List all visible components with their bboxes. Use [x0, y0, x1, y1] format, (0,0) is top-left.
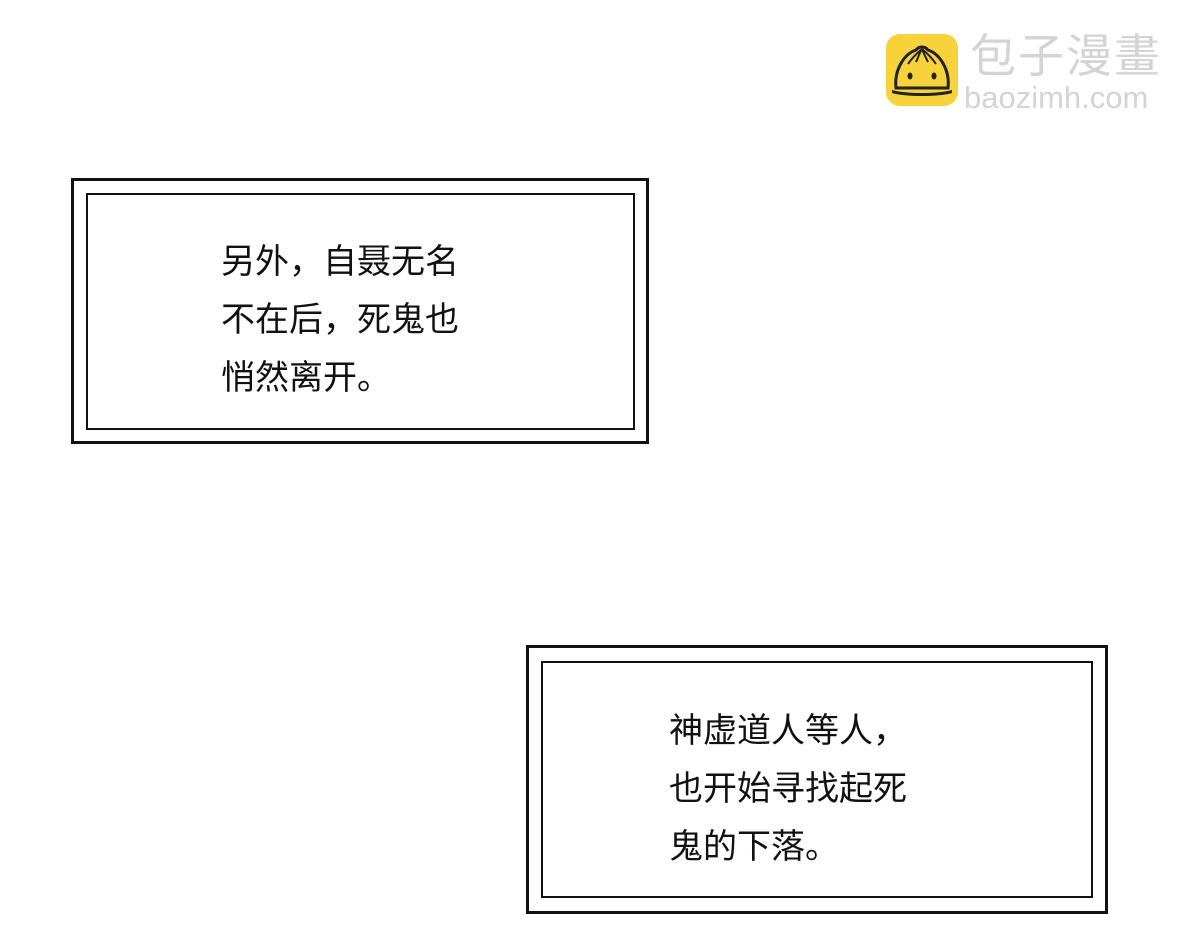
caption-1-text: 另外，自聂无名 不在后，死鬼也 悄然离开。 [221, 233, 459, 407]
caption-box-1 [71, 178, 649, 444]
caption-1-line-1: 另外，自聂无名 [221, 242, 459, 282]
caption-2-text: 神虚道人等人， 也开始寻找起死 鬼的下落。 [669, 702, 907, 876]
watermark-brand-url: baozimh.com [964, 80, 1149, 115]
caption-2-line-3: 鬼的下落。 [669, 827, 839, 867]
caption-2-line-2: 也开始寻找起死 [669, 769, 907, 809]
caption-box-1-inner-border [86, 193, 635, 430]
steamed-bun-logo-icon [886, 34, 958, 106]
caption-box-2 [526, 645, 1108, 914]
caption-2-line-1: 神虚道人等人， [669, 711, 907, 751]
caption-1-line-2: 不在后，死鬼也 [221, 300, 459, 340]
caption-box-2-inner-border [541, 661, 1093, 898]
watermark-brand-cn: 包子漫畫 [970, 29, 1162, 83]
caption-1-line-3: 悄然离开。 [221, 358, 391, 398]
watermark: 包子漫畫 baozimh.com [884, 29, 1184, 115]
